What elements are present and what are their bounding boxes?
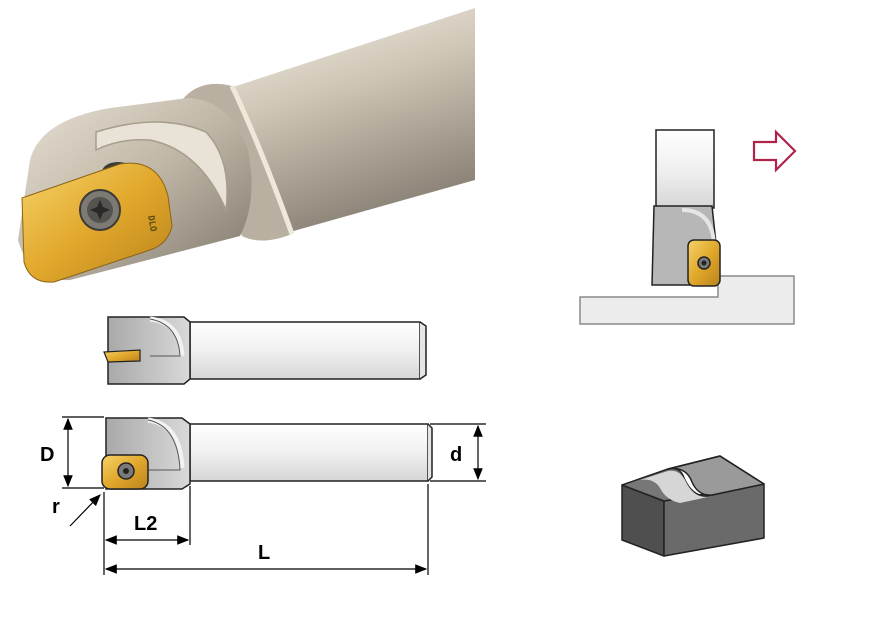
dimension-label-L2: L2 — [134, 513, 157, 535]
dimension-label-D: D — [40, 444, 54, 466]
dimension-label-L: L — [258, 542, 270, 564]
insert-screw-icon — [79, 189, 121, 231]
photo-flute — [95, 121, 228, 213]
dimension-view-shank — [189, 423, 429, 482]
machined-block-icon — [621, 455, 765, 557]
photo-shank — [230, 8, 475, 232]
application-shank — [655, 129, 715, 209]
dimension-label-r: r — [52, 496, 60, 518]
dimension-lines — [62, 416, 486, 575]
feed-direction-arrow-icon — [752, 129, 797, 173]
dimension-label-d: d — [450, 444, 462, 466]
side-view-insert — [103, 349, 141, 363]
tool-dimension-view — [101, 417, 433, 490]
side-view-shank — [189, 321, 421, 380]
workpiece — [579, 275, 795, 325]
tool-photo: DLO — [18, 8, 475, 283]
insert-marking: DLO — [145, 215, 158, 233]
application-sketch — [579, 129, 797, 325]
tool-side-view — [103, 316, 427, 385]
side-view-head — [107, 316, 191, 385]
